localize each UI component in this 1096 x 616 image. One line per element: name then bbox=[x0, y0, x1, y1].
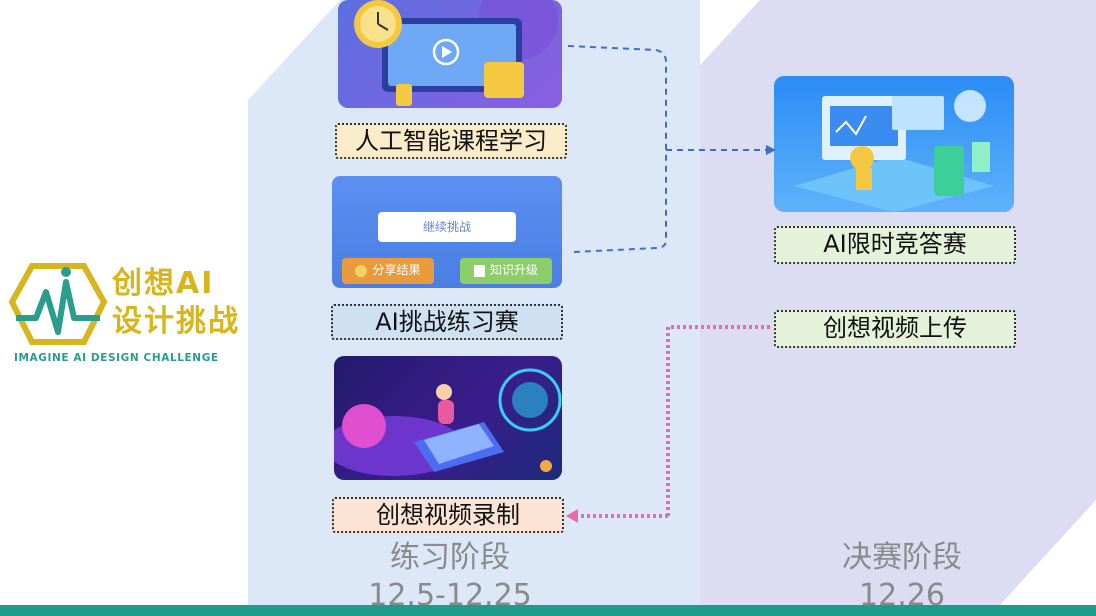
label-video-recording: 创想视频录制 bbox=[332, 497, 564, 533]
share-result-button: 分享结果 bbox=[342, 258, 434, 284]
upgrade-arrow-icon bbox=[473, 264, 485, 277]
final-stage-name: 决赛阶段 bbox=[842, 540, 962, 575]
logo-emblem-icon bbox=[8, 263, 108, 345]
share-result-label: 分享结果 bbox=[372, 263, 421, 277]
challenge-practice-card: 继续挑战 分享结果 知识升级 bbox=[332, 176, 562, 288]
logo-subtitle: IMAGINE AI DESIGN CHALLENGE bbox=[14, 352, 219, 364]
label-challenge-practice: AI挑战练习赛 bbox=[331, 304, 563, 340]
video-recording-illustration bbox=[334, 356, 562, 480]
logo-title-line1: 创想AI bbox=[112, 266, 215, 301]
quiz-illustration bbox=[774, 76, 1014, 212]
logo-title-line2: 设计挑战 bbox=[112, 304, 240, 339]
continue-challenge-button: 继续挑战 bbox=[378, 212, 516, 242]
label-video-upload: 创想视频上传 bbox=[774, 310, 1016, 348]
course-illustration bbox=[338, 0, 562, 108]
label-course-learning: 人工智能课程学习 bbox=[335, 123, 567, 159]
label-ai-timed-quiz: AI限时竞答赛 bbox=[774, 226, 1016, 264]
practice-stage-panel-overlap bbox=[668, 66, 700, 616]
crown-icon bbox=[355, 264, 368, 277]
practice-stage-name: 练习阶段 bbox=[390, 540, 510, 575]
bottom-accent-bar bbox=[0, 605, 1096, 616]
knowledge-upgrade-label: 知识升级 bbox=[489, 263, 538, 277]
logo: 创想AI 设计挑战 IMAGINE AI DESIGN CHALLENGE bbox=[8, 262, 240, 372]
knowledge-upgrade-button: 知识升级 bbox=[460, 258, 552, 284]
